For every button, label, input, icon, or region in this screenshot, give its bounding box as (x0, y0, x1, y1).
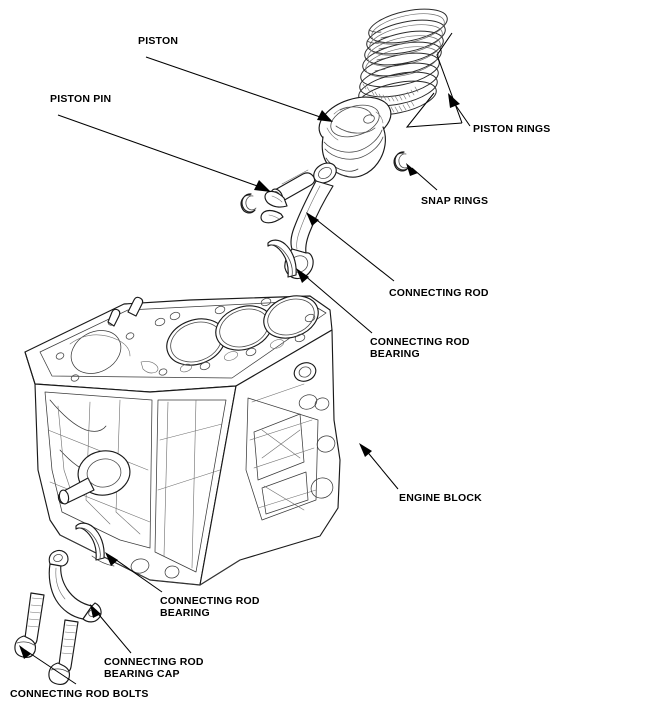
leader-piston-rings (405, 32, 471, 128)
leader-piston (145, 56, 333, 122)
leader-connecting-rod (306, 212, 395, 282)
callout-piston: PISTON (138, 35, 178, 47)
callout-connecting-rod-bearing-lower-line2: BEARING (160, 607, 210, 619)
callout-connecting-rod-bearing-cap-line1: CONNECTING ROD (104, 656, 204, 668)
callout-connecting-rod: CONNECTING ROD (389, 287, 489, 299)
leader-snap-rings (406, 163, 438, 191)
leader-piston-pin (57, 114, 271, 192)
connecting-rod-bearing-upper-part (267, 239, 297, 278)
callout-engine-block: ENGINE BLOCK (399, 492, 482, 504)
leader-connecting-rod-bearing-cap (90, 604, 132, 654)
callout-connecting-rod-bearing-upper: CONNECTING ROD BEARING (370, 336, 470, 360)
leader-engine-block (359, 443, 399, 490)
snap-ring-right-part (393, 151, 410, 172)
connecting-rod-bearing-lower-part (75, 522, 105, 561)
callout-connecting-rod-bolts: CONNECTING ROD BOLTS (10, 688, 149, 700)
callout-connecting-rod-bearing-lower-line1: CONNECTING ROD (160, 595, 260, 607)
leader-connecting-rod-bearing-upper (296, 268, 373, 334)
engine-block-part (24, 295, 341, 586)
connecting-rod-bolt-right-part (48, 619, 79, 685)
callout-connecting-rod-bearing-cap: CONNECTING ROD BEARING CAP (104, 656, 204, 680)
connecting-rod-bolt-left-part (14, 592, 45, 658)
callout-piston-pin: PISTON PIN (50, 93, 111, 105)
piston-rings-part (357, 8, 448, 116)
callout-piston-rings: PISTON RINGS (473, 123, 550, 135)
leader-connecting-rod-bearing-lower (105, 552, 163, 593)
snap-ring-left-part (240, 193, 257, 214)
leader-connecting-rod-bolts (19, 645, 77, 685)
callout-snap-rings: SNAP RINGS (421, 195, 488, 207)
callout-connecting-rod-bearing-upper-line1: CONNECTING ROD (370, 336, 470, 348)
callout-connecting-rod-bearing-upper-line2: BEARING (370, 348, 420, 360)
callout-connecting-rod-bearing-cap-line2: BEARING CAP (104, 668, 180, 680)
piston-part (318, 96, 392, 178)
callout-connecting-rod-bearing-lower: CONNECTING ROD BEARING (160, 595, 260, 619)
